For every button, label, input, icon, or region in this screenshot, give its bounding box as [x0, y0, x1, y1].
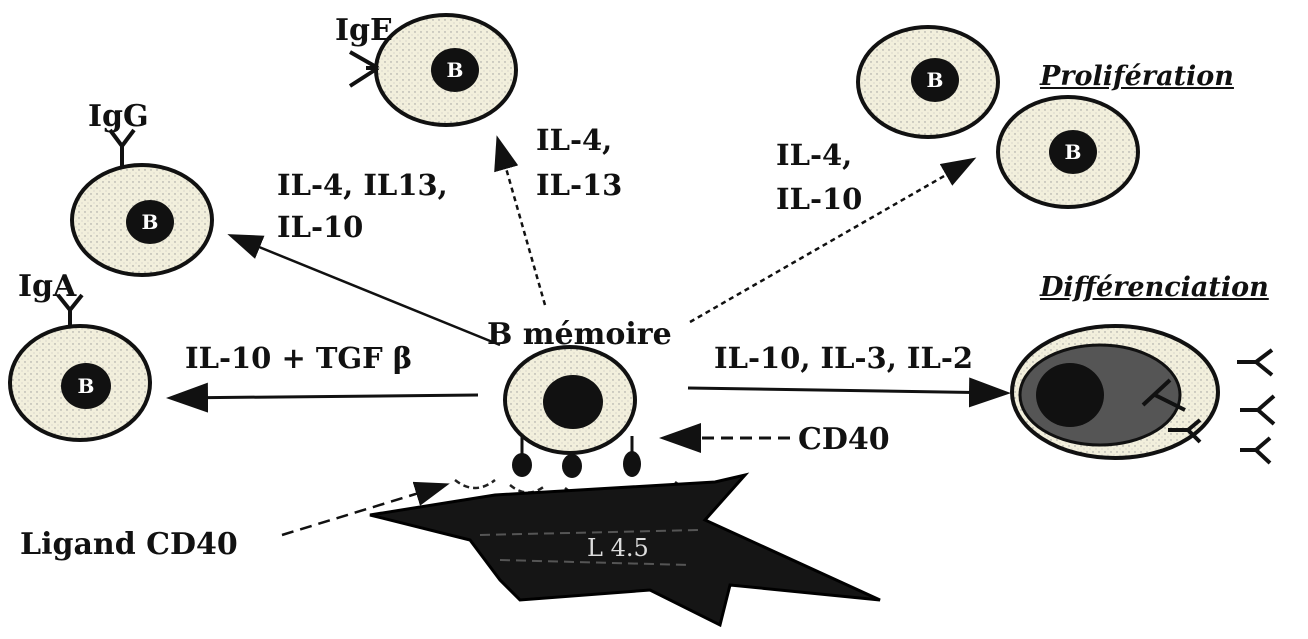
arrow-to-iga — [172, 395, 478, 398]
differentiation-label: Différenciation — [1040, 273, 1269, 303]
arrow-to-differentiation — [688, 388, 1005, 393]
cytokine-ige-line1: IL-4, — [536, 125, 612, 157]
ige-label: IgE — [335, 14, 393, 47]
memory-b-label: B mémoire — [487, 318, 672, 351]
memory-b-cell — [505, 347, 641, 478]
cytokine-igg-line2: IL-10 — [277, 212, 363, 244]
b-label: B — [1065, 140, 1082, 164]
ligand-cd40-label: Ligand CD40 — [20, 528, 238, 561]
free-antibodies — [1237, 350, 1274, 463]
cytokine-diff: IL-10, IL-3, IL-2 — [714, 343, 973, 375]
arrow-to-igg — [232, 236, 500, 345]
cytokine-prolif-line2: IL-10 — [776, 184, 862, 216]
iga-b-cell — [10, 295, 150, 440]
b-label: B — [78, 374, 95, 398]
b-label: B — [142, 210, 159, 234]
cd40-receptor — [562, 454, 582, 478]
proliferation-label: Prolifération — [1040, 62, 1234, 92]
igg-label: IgG — [88, 100, 149, 133]
antibody-icon — [1240, 438, 1270, 463]
arrow-to-ige — [498, 140, 545, 305]
stromal-cell-label: L 4.5 — [587, 535, 649, 561]
cd40-receptor — [512, 453, 532, 477]
cd40-label: CD40 — [798, 423, 890, 456]
iga-label: IgA — [18, 270, 76, 303]
b-label: B — [927, 68, 944, 92]
antibody-icon — [1237, 350, 1272, 375]
igg-b-cell — [72, 130, 212, 275]
cytokine-iga: IL-10 + TGF β — [185, 343, 412, 375]
cd40-receptor — [623, 451, 641, 477]
igg-antibody-icon — [110, 130, 134, 166]
cytokine-igg-line1: IL-4, IL13, — [277, 170, 448, 202]
plasma-cell — [1012, 326, 1218, 458]
b-label: B — [447, 58, 464, 82]
cytokine-ige-line2: IL-13 — [536, 170, 622, 202]
antibody-icon — [1240, 396, 1274, 424]
cytokine-prolif-line1: IL-4, — [776, 140, 852, 172]
ige-antibody-icon — [350, 52, 378, 86]
